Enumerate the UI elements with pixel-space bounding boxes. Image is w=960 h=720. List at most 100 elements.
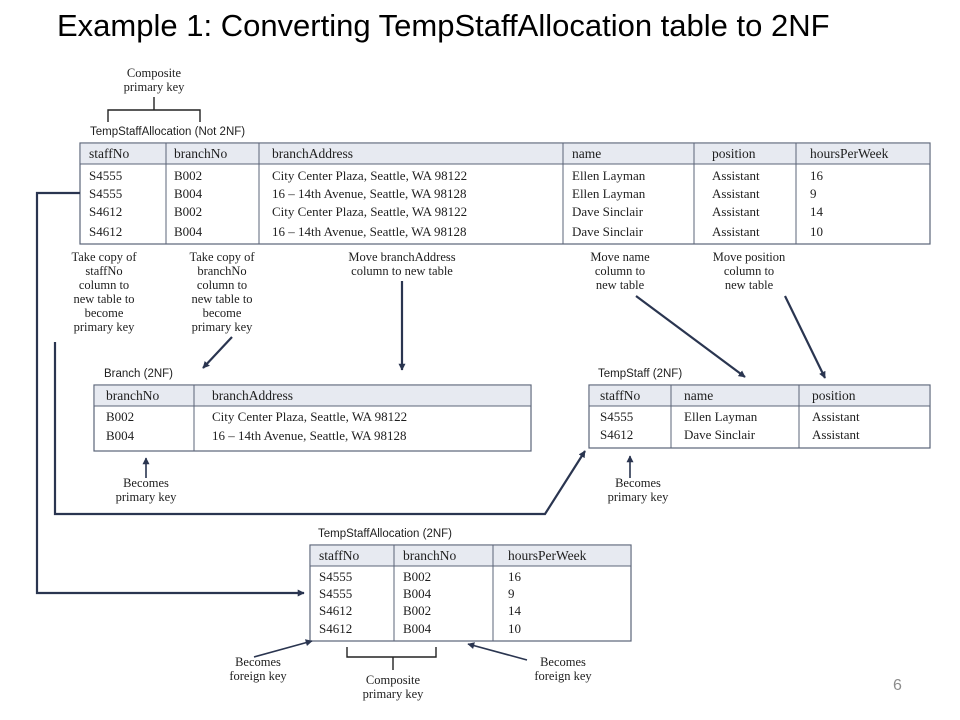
annotation-becomes-pk-tempstaff: Becomes primary key [608,476,669,504]
cell: B004 [403,586,432,601]
cell: Ellen Layman [572,186,646,201]
cell: B002 [106,409,134,424]
top-composite-caption-line1: Composite [127,66,182,80]
table-title: TempStaffAllocation (2NF) [318,528,452,540]
table-tempstaffallocation-not-2nf: TempStaffAllocation (Not 2NF) staffNo br… [79,126,931,245]
header-band [310,545,631,566]
table-row: S4612 Dave Sinclair Assistant [600,427,860,442]
cell: B004 [174,186,203,201]
page-number: 6 [893,677,902,694]
annotation-line: Take copy of [71,250,137,264]
table-row: S4612 B004 16 – 14th Avenue, Seattle, WA… [89,224,823,239]
cell: Assistant [812,427,860,442]
col-header: staffNo [319,548,359,563]
cell: B004 [106,428,135,443]
cell: Assistant [712,186,760,201]
header-band [80,143,930,164]
cell: Assistant [712,204,760,219]
table-row: S4612 B002 14 [319,603,522,618]
annotation-becomes-fk-right: Becomes foreign key [534,655,592,683]
annotation-line: Move name [590,250,650,264]
annotation-line: primary key [192,320,253,334]
cell: Dave Sinclair [684,427,756,442]
table-title: Branch (2NF) [104,368,173,380]
annotation-line: column to [724,264,774,278]
annotation-line: branchNo [197,264,246,278]
cell: 14 [810,204,824,219]
cell: City Center Plaza, Seattle, WA 98122 [212,409,407,424]
cell: 9 [508,586,515,601]
cell: B004 [403,621,432,636]
annotation-copy-staffno: Take copy of staffNo column to new table… [71,250,137,334]
annotation-line: primary key [608,490,669,504]
cell: S4555 [89,168,122,183]
arrow-position-to-tempstaff [784,295,826,379]
annotation-line: column to [595,264,645,278]
annotation-line: become [85,306,124,320]
cell: S4612 [319,621,352,636]
col-header: position [712,146,756,161]
annotation-line: column to new table [351,264,453,278]
annotation-line: new table [725,278,774,292]
annotation-line: new table [596,278,645,292]
table-row: S4555 Ellen Layman Assistant [600,409,860,424]
top-composite-bracket [107,97,201,122]
table-row: S4612 B002 City Center Plaza, Seattle, W… [89,204,824,219]
cell: 14 [508,603,522,618]
arrow-fk-right [467,642,528,661]
annotation-line: foreign key [229,669,287,683]
col-header: branchNo [174,146,227,161]
col-header: name [684,388,713,403]
annotation-line: column to [197,278,247,292]
cell: Assistant [712,168,760,183]
col-header: staffNo [89,146,129,161]
cell: 10 [508,621,521,636]
bottom-composite-bracket [346,647,437,670]
arrow-staffno-to-allocation [35,191,305,597]
table-row: S4555 B004 16 – 14th Avenue, Seattle, WA… [89,186,817,201]
annotation-line: Becomes [615,476,661,490]
cell: Ellen Layman [684,409,758,424]
cell: 16 [508,569,522,584]
annotation-line: Becomes [235,655,281,669]
table-title: TempStaff (2NF) [598,368,682,380]
table-row: S4555 B002 City Center Plaza, Seattle, W… [89,168,824,183]
cell: 9 [810,186,817,201]
table-branch-2nf: Branch (2NF) branchNo branchAddress B002… [93,368,532,452]
col-header: staffNo [600,388,640,403]
cell: S4555 [600,409,633,424]
cell: Dave Sinclair [572,204,644,219]
annotation-line: Move branchAddress [348,250,455,264]
annotation-copy-branchno: Take copy of branchNo column to new tabl… [189,250,255,334]
col-header: branchAddress [212,388,293,403]
cell: City Center Plaza, Seattle, WA 98122 [272,204,467,219]
col-header: branchAddress [272,146,353,161]
annotation-move-position: Move position column to new table [713,250,786,292]
header-band [94,385,531,406]
annotation-move-branchaddress: Move branchAddress column to new table [348,250,455,278]
annotation-line: new table to [191,292,252,306]
cell: 16 [810,168,824,183]
arrow-fk-left [253,639,313,658]
cell: 16 – 14th Avenue, Seattle, WA 98128 [272,186,467,201]
cell: Assistant [812,409,860,424]
annotation-becomes-pk-branch: Becomes primary key [116,476,177,504]
cell: B002 [403,569,431,584]
table-row: S4555 B002 16 [319,569,522,584]
annotation-composite-pk-bottom: Composite primary key [363,673,424,701]
annotation-move-name: Move name column to new table [590,250,650,292]
cell: S4612 [600,427,633,442]
cell: S4555 [319,586,352,601]
cell: Ellen Layman [572,168,646,183]
cell: S4555 [89,186,122,201]
annotation-line: primary key [363,687,424,701]
cell: B002 [174,204,202,219]
annotation-line: Move position [713,250,786,264]
table-row: S4612 B004 10 [319,621,521,636]
annotation-line: staffNo [85,264,122,278]
top-composite-caption-line2: primary key [124,80,185,94]
table-row: B002 City Center Plaza, Seattle, WA 9812… [106,409,407,424]
annotation-line: new table to [73,292,134,306]
cell: 16 – 14th Avenue, Seattle, WA 98128 [272,224,467,239]
